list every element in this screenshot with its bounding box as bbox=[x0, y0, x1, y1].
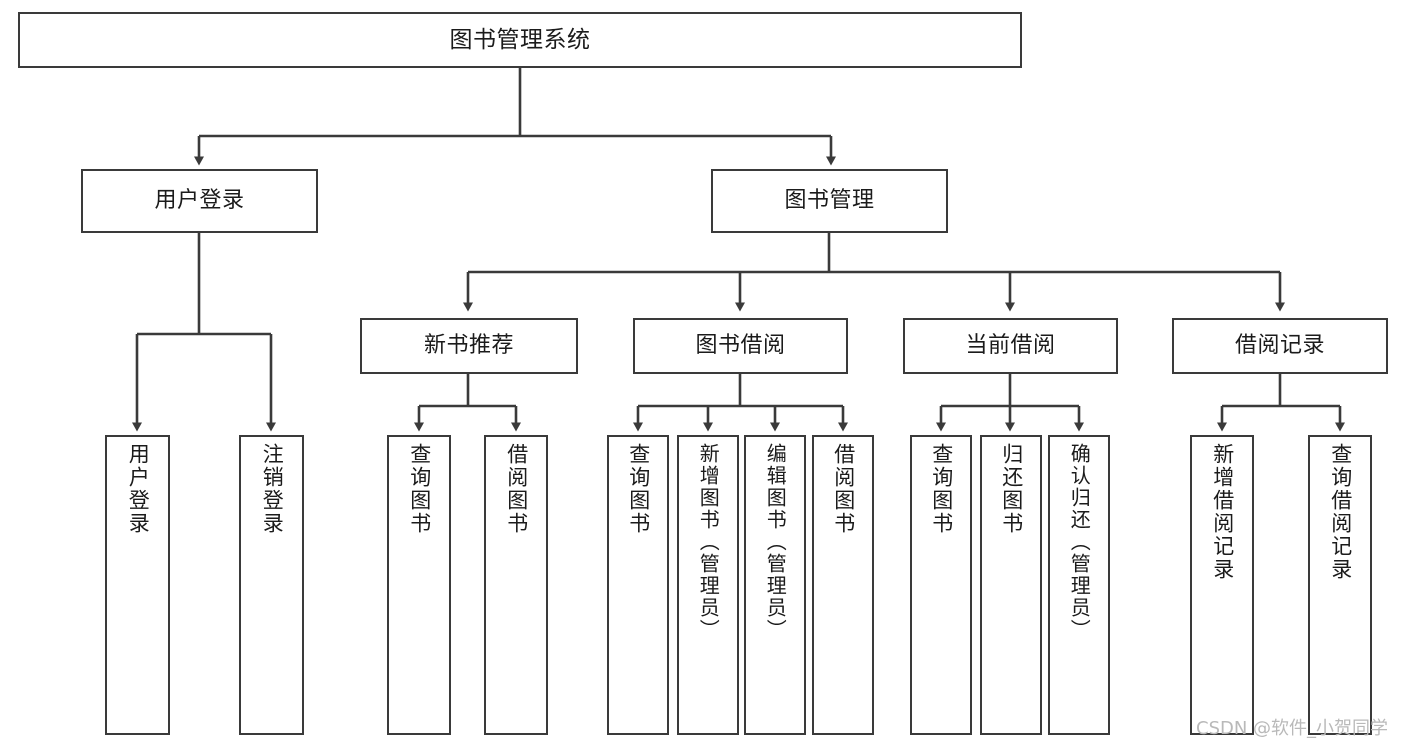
node-label: 新书推荐 bbox=[423, 333, 514, 359]
leaf-borrow-book-recommend[interactable]: 借阅图书 bbox=[484, 435, 548, 735]
leaf-query-borrow-record[interactable]: 查询借阅记录 bbox=[1308, 435, 1372, 735]
leaf-edit-book-admin[interactable]: 编辑图书（管理员） bbox=[744, 435, 806, 735]
leaf-add-borrow-record[interactable]: 新增借阅记录 bbox=[1190, 435, 1254, 735]
node-current-borrow[interactable]: 当前借阅 bbox=[903, 318, 1118, 374]
node-book-borrow[interactable]: 图书借阅 bbox=[633, 318, 848, 374]
leaf-logout-login[interactable]: 注销登录 bbox=[239, 435, 304, 735]
node-label: 借阅图书 bbox=[504, 443, 529, 535]
node-label: 查询图书 bbox=[929, 443, 954, 535]
node-label: 借阅图书 bbox=[831, 443, 856, 535]
leaf-query-book-current[interactable]: 查询图书 bbox=[910, 435, 972, 735]
leaf-query-book-recommend[interactable]: 查询图书 bbox=[387, 435, 451, 735]
node-label: 查询借阅记录 bbox=[1328, 443, 1353, 581]
leaf-query-book-borrow[interactable]: 查询图书 bbox=[607, 435, 669, 735]
node-label: 归还图书 bbox=[999, 443, 1024, 535]
leaf-add-book-admin[interactable]: 新增图书（管理员） bbox=[677, 435, 739, 735]
node-label: 图书管理系统 bbox=[449, 26, 591, 53]
leaf-confirm-return-admin[interactable]: 确认归还（管理员） bbox=[1048, 435, 1110, 735]
node-label: 用户登录 bbox=[154, 188, 245, 214]
leaf-return-book[interactable]: 归还图书 bbox=[980, 435, 1042, 735]
node-borrow-record[interactable]: 借阅记录 bbox=[1172, 318, 1388, 374]
node-label: 当前借阅 bbox=[965, 333, 1056, 359]
node-label: 查询图书 bbox=[626, 443, 651, 535]
node-new-book-recommend[interactable]: 新书推荐 bbox=[360, 318, 578, 374]
node-label: 图书借阅 bbox=[695, 333, 786, 359]
node-user-login[interactable]: 用户登录 bbox=[81, 169, 318, 233]
node-label: 编辑图书（管理员） bbox=[763, 443, 788, 641]
node-book-management[interactable]: 图书管理 bbox=[711, 169, 948, 233]
node-label: 确认归还（管理员） bbox=[1067, 443, 1092, 641]
csdn-watermark: CSDN @软件_小贺同学 bbox=[1196, 718, 1389, 739]
node-root-system[interactable]: 图书管理系统 bbox=[18, 12, 1022, 68]
node-label: 查询图书 bbox=[407, 443, 432, 535]
node-label: 新增图书（管理员） bbox=[696, 443, 721, 641]
node-label: 借阅记录 bbox=[1234, 333, 1325, 359]
node-label: 图书管理 bbox=[784, 188, 875, 214]
leaf-user-login[interactable]: 用户登录 bbox=[105, 435, 170, 735]
leaf-borrow-book[interactable]: 借阅图书 bbox=[812, 435, 874, 735]
node-label: 用户登录 bbox=[126, 443, 151, 535]
node-label: 新增借阅记录 bbox=[1210, 443, 1235, 581]
node-label: 注销登录 bbox=[260, 443, 285, 535]
